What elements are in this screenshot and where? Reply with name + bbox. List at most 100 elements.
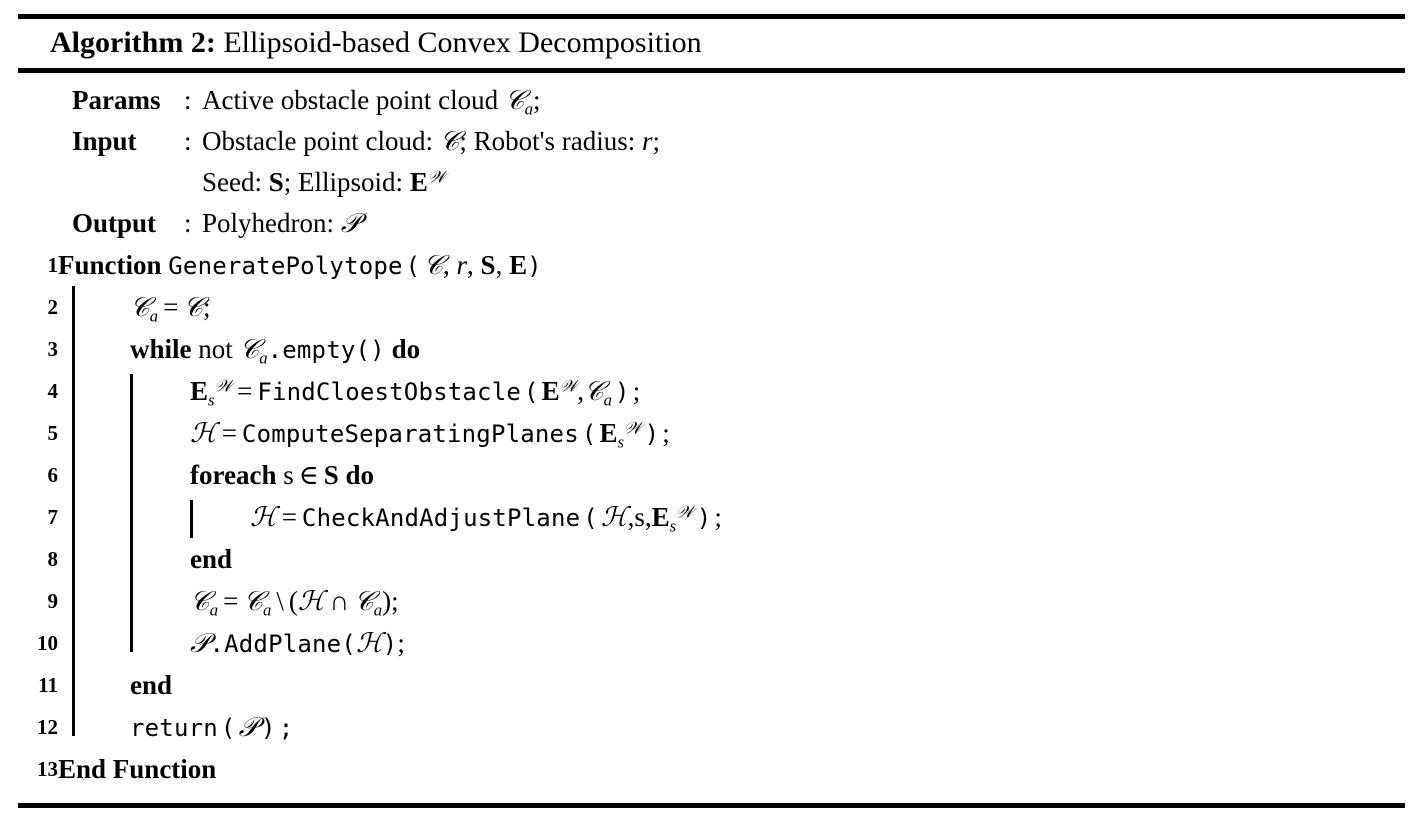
call-find-cloest-obstacle: FindCloestObstacle [257, 378, 521, 406]
line-number: 4 [47, 379, 59, 403]
equals: = [223, 586, 239, 616]
subscript-s: s [669, 516, 677, 536]
params-colon: : [184, 85, 192, 115]
comma: , [495, 250, 503, 280]
indent-guide-level-1 [72, 706, 75, 736]
line-number: 13 [37, 757, 58, 781]
symbol-bold-E: E [190, 376, 209, 406]
line-number: 7 [47, 505, 59, 529]
subscript-a: a [373, 600, 383, 620]
subscript-s: s [617, 432, 625, 452]
line-number: 2 [47, 295, 59, 319]
line-number: 3 [47, 337, 59, 361]
symbol-cal-O: 𝒞 [183, 292, 203, 323]
dot: . [267, 336, 283, 364]
line-content: 𝒫.AddPlane(ℋ); [58, 622, 1405, 665]
code-line-6: 6 foreach s∈S do [18, 454, 1405, 496]
indent-guide-level-1 [72, 496, 75, 538]
line-content: End Function [58, 748, 1405, 790]
line-number: 1 [47, 253, 59, 277]
output-colon: : [184, 208, 192, 238]
line-content: ℋ=CheckAndAdjustPlane(ℋ,s,Es𝒲); [58, 496, 1405, 539]
line-content: Function GeneratePolytope(𝒞, r, S, E) [58, 244, 1405, 287]
indent-guide-level-2 [130, 496, 133, 538]
line-number: 9 [47, 589, 59, 613]
header-row-output: Output : Polyhedron: 𝒫 [18, 203, 1405, 244]
header-row-input-cont: Seed: S; Ellipsoid: E𝒲 [18, 162, 1405, 203]
subscript-s: s [208, 390, 215, 410]
keyword-do: do [345, 460, 375, 490]
line-content: Es𝒲=FindCloestObstacle(E𝒲,𝒞a); [58, 370, 1405, 413]
code-line-11: 11 end [18, 664, 1405, 706]
arg-bold-E: E [509, 250, 528, 280]
params-label: Params [72, 85, 161, 115]
rparen: ) [382, 586, 392, 616]
code-line-10: 10 𝒫.AddPlane(ℋ); [18, 622, 1405, 664]
indent-guide-level-2 [130, 374, 133, 412]
code-line-12: 12 return(𝒫); [18, 706, 1405, 748]
arg-bold-S: S [480, 250, 496, 280]
loop-var-s: s [283, 460, 294, 490]
line-number: 12 [37, 715, 58, 739]
seed-text: Seed: [202, 167, 262, 197]
symbol-cal-O: 𝒞 [239, 334, 260, 365]
keyword-foreach: foreach [190, 460, 277, 490]
algorithm-title: Algorithm 2: Ellipsoid-based Convex Deco… [18, 19, 1405, 68]
call-generate-polytope: GeneratePolytope [168, 252, 403, 280]
indent-guide-level-1 [72, 454, 75, 496]
symbol-cal-O: 𝒞 [354, 586, 374, 617]
element-of-symbol: ∈ [298, 460, 319, 490]
keyword-return: return [130, 714, 218, 742]
symbol-cal-O: 𝒞 [243, 586, 263, 617]
keyword-not: not [198, 334, 233, 364]
arg-cal-O: 𝒞 [583, 376, 604, 407]
equals: = [221, 418, 237, 448]
call-compute-separating-planes: ComputeSeparatingPlanes [241, 420, 579, 448]
symbol-cal-H: ℋ [190, 418, 217, 449]
equals: = [281, 502, 297, 532]
line-number: 11 [38, 673, 58, 697]
superscript-cal-W: 𝒲 [427, 166, 446, 187]
superscript-cal-W: 𝒲 [676, 501, 694, 522]
set-bold-S: S [323, 460, 339, 490]
equals: = [237, 376, 253, 406]
symbol-cal-H: ℋ [250, 502, 277, 533]
symbol-cal-O: 𝒞 [504, 85, 525, 116]
subscript-a: a [262, 600, 272, 620]
indent-guide-level-1 [72, 538, 75, 580]
indent-guide-level-1 [72, 580, 75, 622]
rparen: ) [527, 252, 542, 280]
code-line-3: 3 while not 𝒞a.empty() do [18, 328, 1405, 370]
code-line-1: 1 Function GeneratePolytope(𝒞, r, S, E) [18, 244, 1405, 286]
input-cont-value: Seed: S; Ellipsoid: E𝒲 [202, 162, 1405, 203]
rparen: ) [370, 336, 385, 364]
arg-bold-E: E [541, 376, 560, 406]
keyword-end-while: end [130, 670, 173, 700]
line-content: ℋ=ComputeSeparatingPlanes(Es𝒲); [58, 412, 1405, 455]
rparen: ) [615, 378, 630, 406]
arg-bold-E: E [599, 418, 618, 448]
semicolon: ; [202, 292, 211, 322]
code-line-13: 13 End Function [18, 748, 1405, 790]
rule-top [18, 14, 1405, 19]
semicolon: ; [632, 376, 641, 406]
indent-guide-level-2 [130, 412, 133, 454]
header-row-params: Params : Active obstacle point cloud 𝒞a; [18, 80, 1405, 121]
semicolon: ; [459, 126, 467, 156]
semicolon: ; [283, 167, 292, 197]
header-row-input: Input : Obstacle point cloud: 𝒞; Robot's… [18, 121, 1405, 162]
keyword-while: while [130, 334, 192, 364]
algorithm-body: Params : Active obstacle point cloud 𝒞a;… [18, 73, 1405, 790]
indent-guide-level-2 [130, 454, 133, 496]
line-content: while not 𝒞a.empty() do [58, 328, 1405, 371]
line-number: 6 [47, 463, 59, 487]
line-content: end [58, 664, 1405, 706]
params-text: Active obstacle point cloud [202, 85, 499, 115]
intersection-symbol: ∩ [329, 586, 350, 616]
subscript-a: a [603, 390, 613, 410]
call-add-plane: AddPlane [224, 630, 342, 658]
subscript-a: a [259, 348, 268, 368]
keyword-do: do [391, 334, 421, 364]
code-line-7: 7 ℋ=CheckAndAdjustPlane(ℋ,s,Es𝒲); [18, 496, 1405, 538]
lparen: ( [581, 420, 597, 448]
